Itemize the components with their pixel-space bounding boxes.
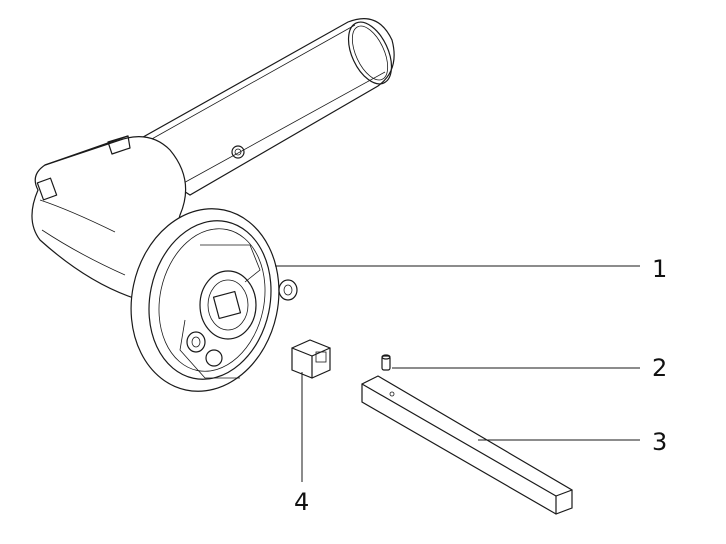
square-adapter	[291, 339, 331, 379]
square-spindle	[361, 375, 573, 515]
lever-handle	[118, 18, 395, 196]
pin	[381, 354, 391, 371]
callout-label-1: 1	[652, 255, 668, 283]
callout-label-3: 3	[652, 428, 668, 456]
callout-label-2: 2	[652, 354, 668, 382]
rose-plate	[130, 208, 298, 392]
callout-label-4: 4	[294, 488, 310, 516]
